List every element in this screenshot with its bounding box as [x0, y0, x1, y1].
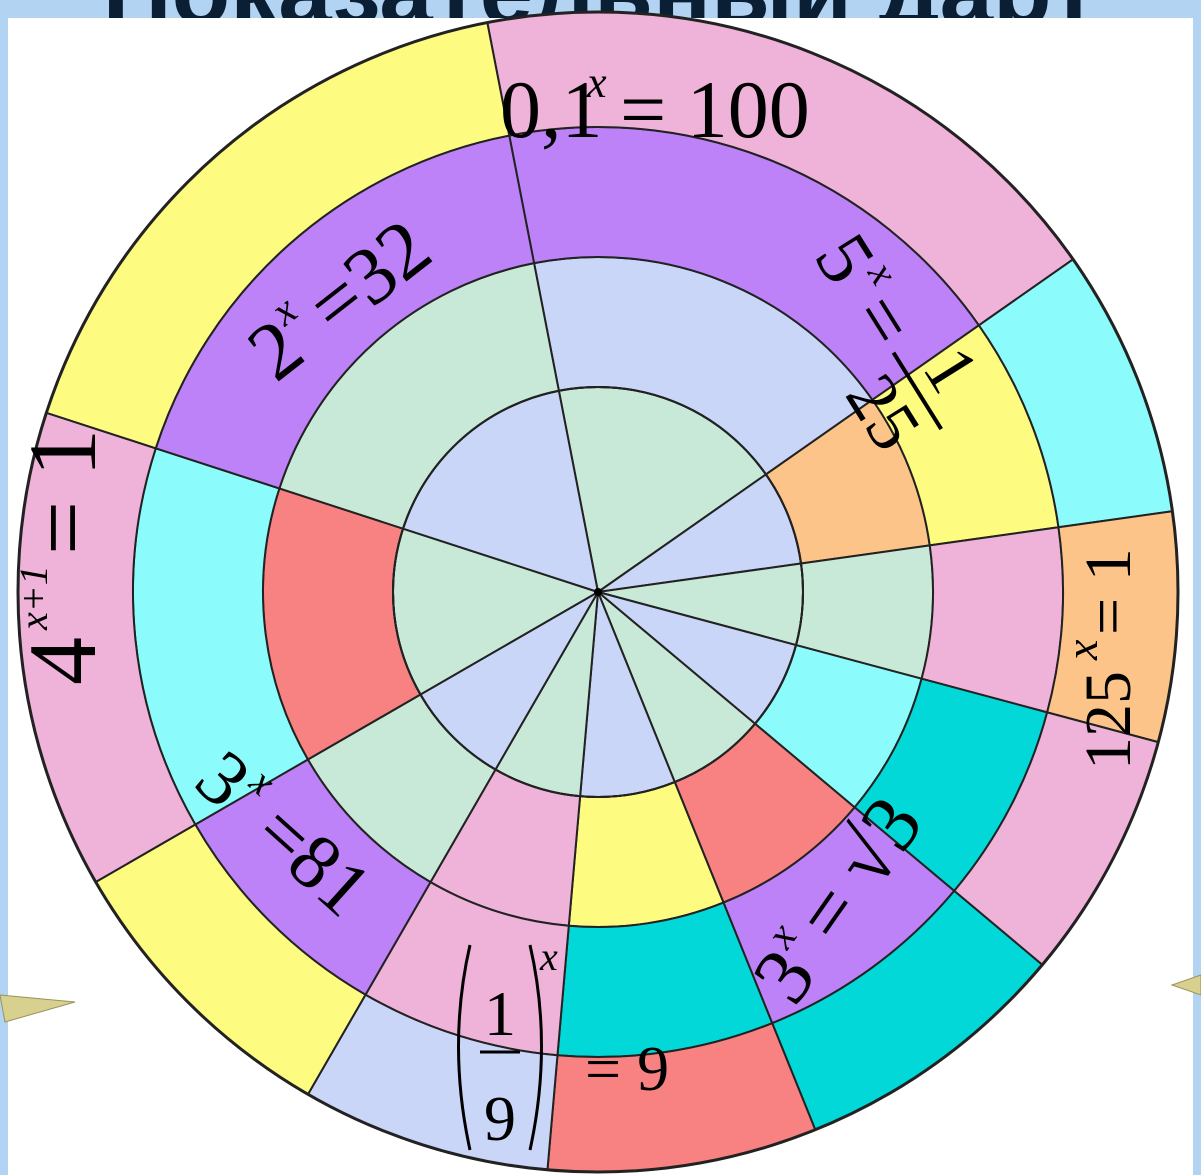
- equation-sector-1[interactable]: 0,1 x = 100: [500, 58, 810, 155]
- equation-exponent: x: [586, 58, 607, 107]
- equation-rhs: = 1: [9, 429, 116, 555]
- equation-base: 125: [1072, 671, 1145, 770]
- equation-exponent: x: [1056, 639, 1107, 661]
- right-paren: [528, 944, 543, 1151]
- equation-sector-3[interactable]: 125 x = 1: [1056, 548, 1145, 770]
- fraction-bar: [891, 351, 943, 431]
- equation-rhs: = 100: [620, 64, 810, 155]
- equation-base: 0,1: [500, 64, 603, 155]
- center-dot: [594, 588, 602, 596]
- equation-exponent: x: [539, 934, 558, 979]
- equation-sector-7[interactable]: 4 x+1 = 1: [9, 429, 116, 685]
- equation-rhs: = 1: [1072, 548, 1145, 635]
- right-arrow-icon: [1170, 974, 1201, 996]
- equation-denominator: 9: [484, 1083, 516, 1154]
- left-paren: [457, 944, 472, 1151]
- equation-exponent: x+1: [11, 565, 56, 631]
- equation-rhs: = 9: [585, 1033, 669, 1104]
- outer-rim: [16, 10, 1180, 1174]
- dartboard[interactable]: [16, 10, 1180, 1174]
- equation-numerator: 1: [484, 978, 516, 1049]
- left-arrow-icon: [0, 994, 76, 1023]
- equation-base: 4: [9, 637, 116, 685]
- bullseye-border: [392, 386, 804, 798]
- equation-sector-5[interactable]: 1 9 x = 9: [457, 934, 670, 1154]
